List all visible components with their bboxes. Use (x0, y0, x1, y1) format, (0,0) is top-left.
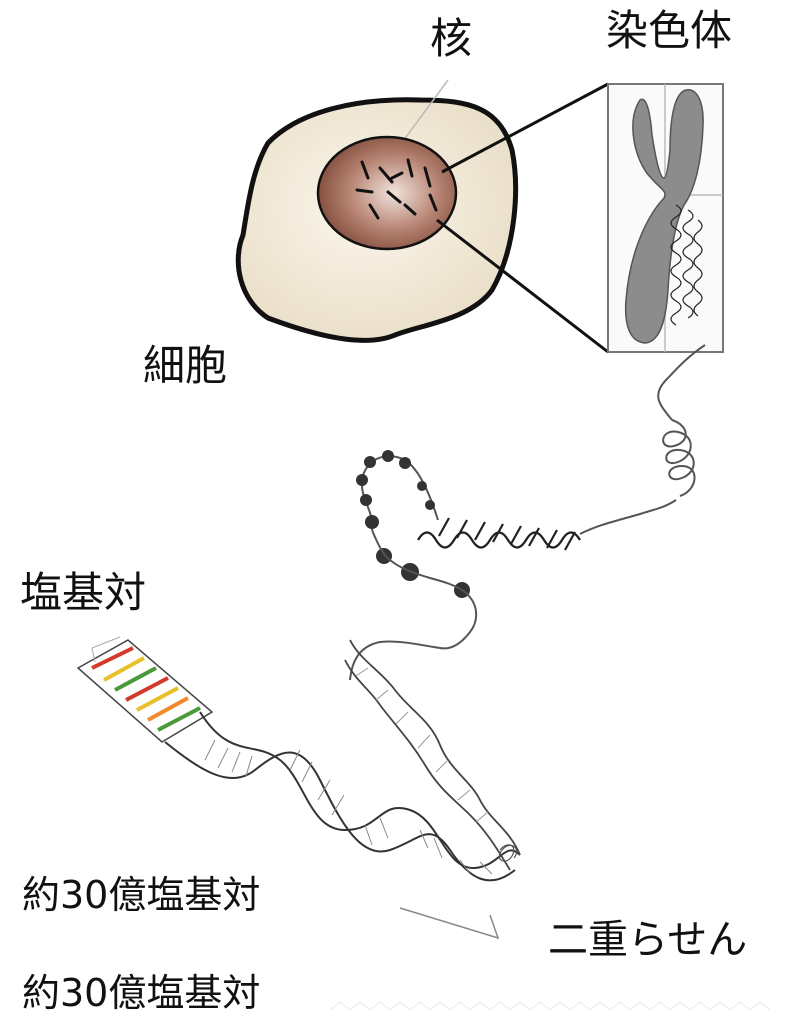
label-double-helix: 二重らせん (548, 920, 747, 960)
label-base-pair: 塩基対 (20, 572, 146, 614)
chromosome-illustration (608, 84, 723, 352)
label-cell: 細胞 (143, 345, 227, 387)
nucleus-illustration (318, 137, 456, 249)
chromatin-fibre (350, 345, 705, 680)
label-nucleus: 核 (430, 18, 472, 60)
label-bp-count-1: 約30億塩基対 (22, 876, 260, 914)
label-bp-count-2: 約30億塩基対 (22, 974, 260, 1012)
label-chromosome: 染色体 (606, 10, 732, 52)
background-pattern (330, 1002, 770, 1010)
